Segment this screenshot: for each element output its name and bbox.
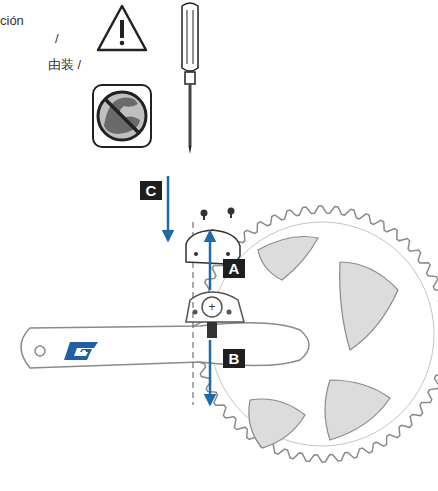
screwdriver bbox=[182, 3, 198, 154]
screw bbox=[228, 208, 235, 219]
warning-icon bbox=[98, 6, 146, 50]
arrow-a bbox=[209, 232, 212, 290]
callout-letter: A bbox=[223, 259, 245, 278]
screw-hole bbox=[226, 252, 230, 256]
screw-hole bbox=[227, 310, 232, 315]
cropped-text: ción bbox=[0, 13, 24, 28]
spider-cutout bbox=[340, 262, 398, 350]
spider-cutout bbox=[258, 237, 318, 281]
pedal-hole bbox=[35, 346, 45, 356]
spider-cutout bbox=[325, 380, 390, 440]
pod-base bbox=[186, 292, 244, 322]
plus-sign: + bbox=[208, 300, 215, 314]
screw bbox=[201, 210, 208, 221]
cropped-text: / bbox=[55, 31, 59, 46]
spider-cutout bbox=[249, 399, 305, 448]
arrow-c bbox=[167, 176, 170, 240]
arrow-b bbox=[209, 340, 212, 404]
cropped-text: 由装 / bbox=[48, 57, 81, 72]
brand-logo bbox=[64, 342, 98, 360]
callout-letter: C bbox=[140, 181, 162, 200]
no-force-icon bbox=[93, 85, 151, 147]
crank-arm bbox=[21, 323, 309, 368]
callout-letter: B bbox=[223, 349, 245, 368]
screw-hole bbox=[194, 252, 198, 256]
battery-cap bbox=[202, 297, 222, 317]
pod-bolt bbox=[207, 322, 217, 338]
